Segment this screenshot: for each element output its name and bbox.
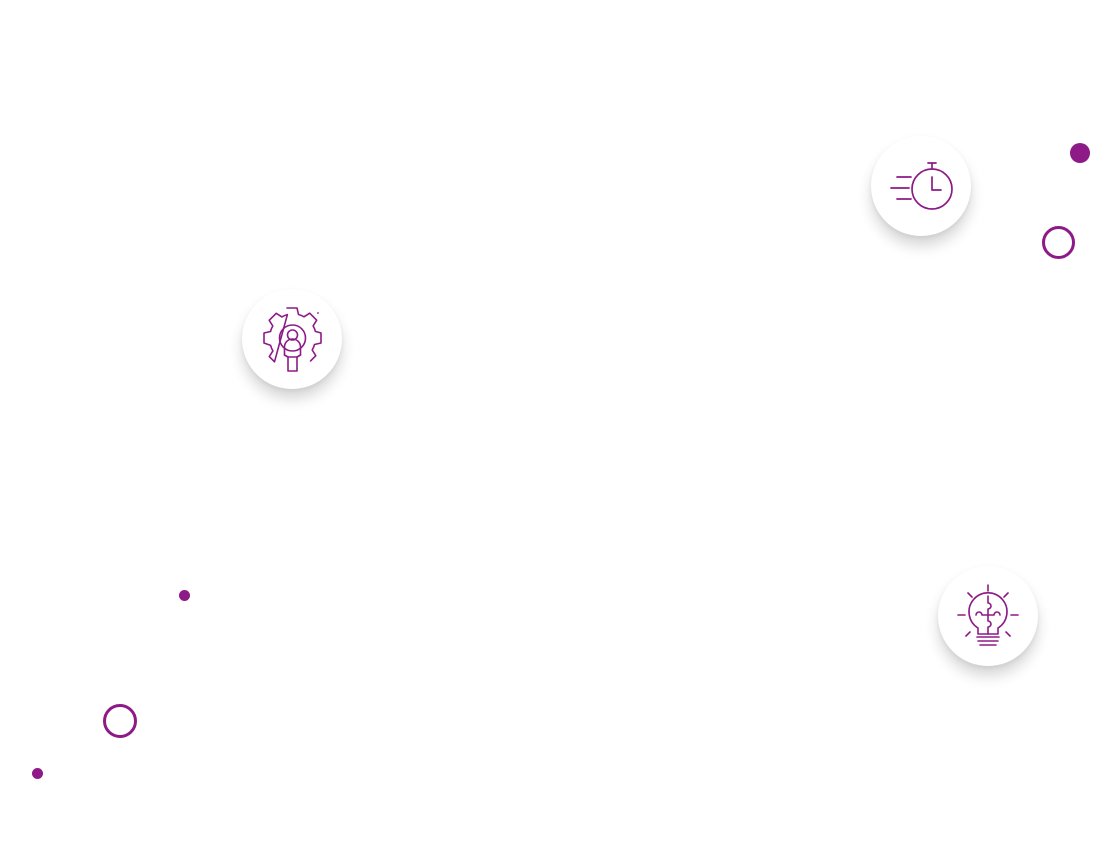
lightbulb-puzzle-icon <box>956 584 1020 648</box>
decorative-ring <box>103 704 137 738</box>
stopwatch-badge <box>871 136 971 236</box>
decorative-ring <box>1042 226 1075 259</box>
user-settings-gear-icon <box>260 305 324 373</box>
idea-badge <box>938 566 1038 666</box>
decorative-dot <box>179 590 190 601</box>
fast-stopwatch-icon <box>885 160 957 212</box>
decorative-dot <box>1070 143 1090 163</box>
user-settings-badge <box>242 289 342 389</box>
decorative-dot <box>32 768 43 779</box>
